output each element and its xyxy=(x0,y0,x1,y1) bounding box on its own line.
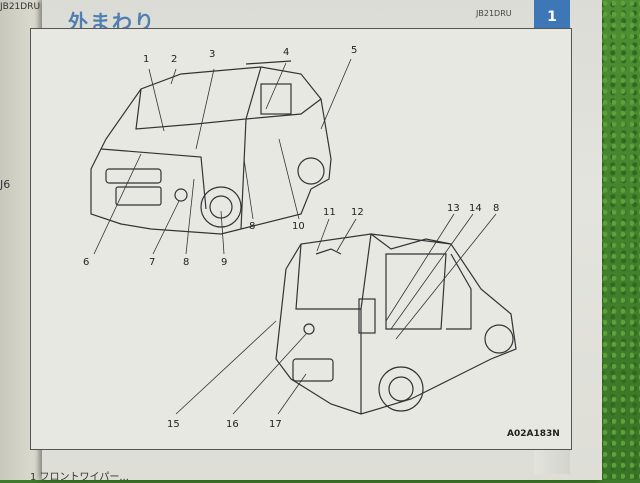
callout-8: 8 xyxy=(183,257,190,268)
left-page-mark: J6 xyxy=(0,178,11,191)
vehicle-exterior-figure: 1 2 3 4 5 6 7 8 9 8 10 11 12 13 14 8 15 … xyxy=(30,28,572,450)
callout-8c: 8 xyxy=(493,203,500,214)
footer-text: 1 フロントワイパー... xyxy=(30,472,129,483)
callout-1: 1 xyxy=(143,54,150,65)
callout-3: 3 xyxy=(209,49,216,60)
callout-7: 7 xyxy=(149,257,156,268)
callout-9: 9 xyxy=(221,257,228,268)
callout-6: 6 xyxy=(83,257,90,268)
callout-2: 2 xyxy=(171,54,178,65)
callout-14: 14 xyxy=(469,203,482,214)
callout-5: 5 xyxy=(351,45,358,56)
left-page-header: JB21DRU xyxy=(0,2,41,12)
callout-13: 13 xyxy=(447,203,460,214)
callout-11: 11 xyxy=(323,207,336,218)
callout-16: 16 xyxy=(226,419,239,430)
page-code: JB21DRU xyxy=(476,9,512,18)
callout-8b: 8 xyxy=(249,221,256,232)
callout-17: 17 xyxy=(269,419,282,430)
callout-4: 4 xyxy=(283,47,290,58)
callout-10: 10 xyxy=(292,221,305,232)
figure-code: A02A183N xyxy=(507,429,560,439)
callout-12: 12 xyxy=(351,207,364,218)
vehicle-illustration xyxy=(90,58,517,415)
callout-15: 15 xyxy=(167,419,180,430)
